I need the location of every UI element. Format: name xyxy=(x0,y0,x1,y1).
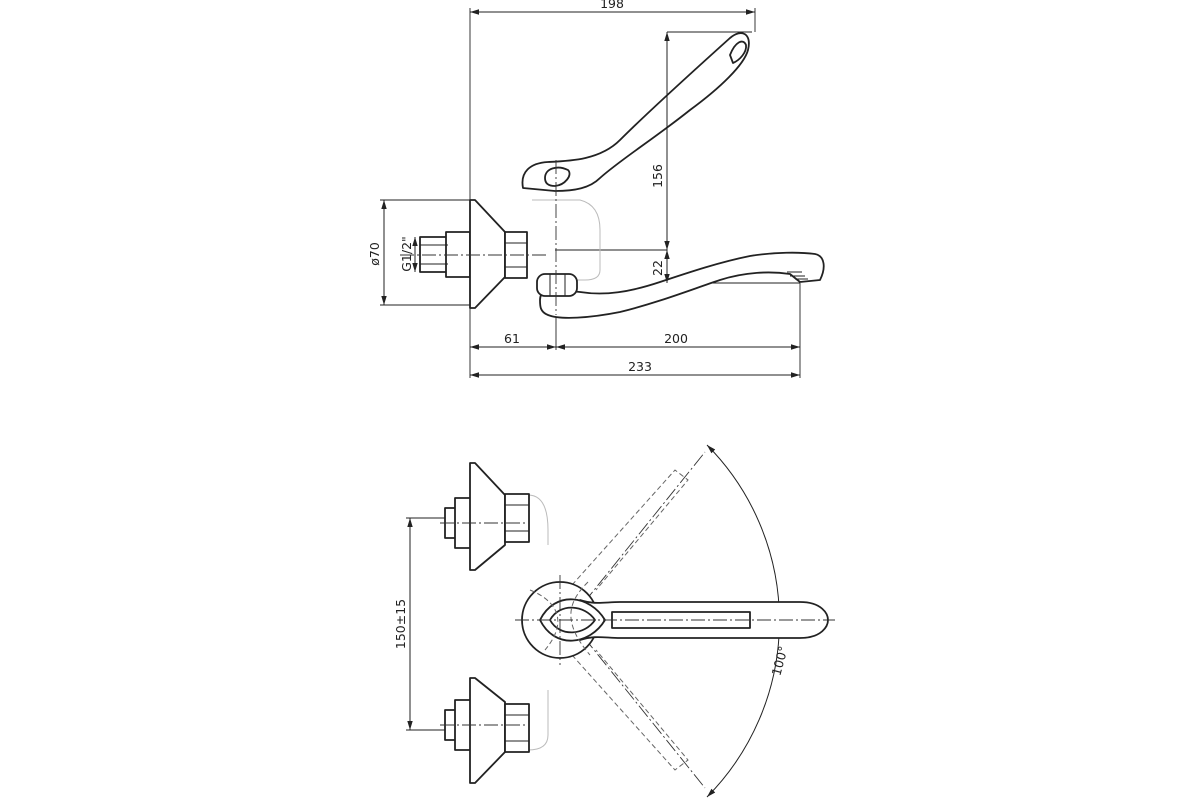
escutcheon-flange xyxy=(469,199,506,309)
dim-body-projection: 61 xyxy=(504,331,520,346)
top-ghost-outline xyxy=(527,494,549,751)
side-centerlines xyxy=(400,160,557,315)
side-dimensions xyxy=(381,9,800,378)
dim-spout-reach: 200 xyxy=(664,331,688,346)
swivel-spout xyxy=(539,251,825,319)
spout-collar xyxy=(536,273,578,297)
inlet-assembly-upper xyxy=(444,462,530,571)
side-view: 198 156 22 ø70 G1/2" 61 200 233 xyxy=(367,0,825,378)
dim-swivel-angle: 100° xyxy=(769,644,791,677)
dim-spout-offset: 22 xyxy=(650,260,665,276)
dim-total-length: 233 xyxy=(628,359,652,374)
top-dimensions xyxy=(406,517,445,731)
lever-handle xyxy=(521,32,750,192)
spout-swing-positions xyxy=(569,451,706,789)
top-view: 150±15 100° xyxy=(393,444,835,798)
dim-overall-height: 198 xyxy=(600,0,624,11)
inlet-connector xyxy=(419,231,471,278)
body-ghost-outline xyxy=(532,199,601,281)
dim-inlet-spacing: 150±15 xyxy=(393,599,408,649)
inlet-assembly-lower xyxy=(444,677,530,784)
dim-thread: G1/2" xyxy=(399,236,414,272)
dim-escutcheon-diameter: ø70 xyxy=(367,242,382,266)
top-centerlines xyxy=(440,522,835,726)
dim-handle-height: 156 xyxy=(650,164,665,188)
